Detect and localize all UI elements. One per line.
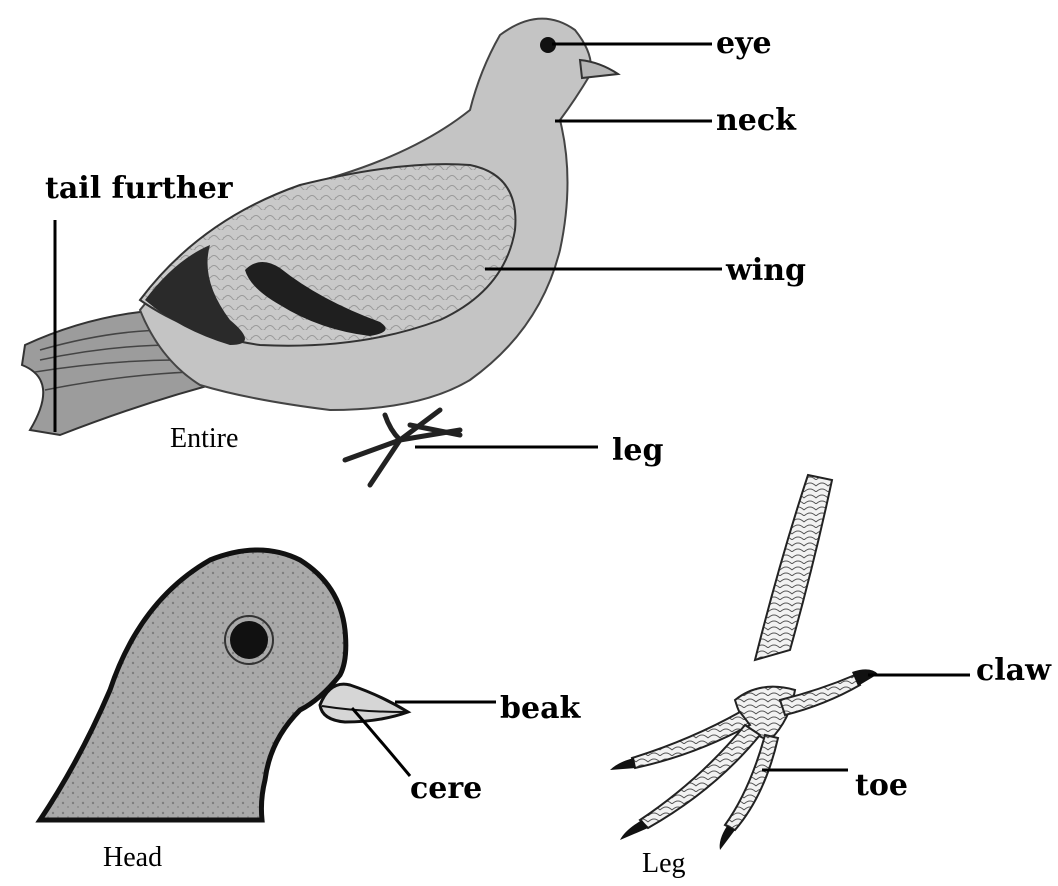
pigeon-beak: [580, 60, 618, 78]
pigeon-leg-illustration: [610, 475, 878, 850]
label-tail-feather: tail further: [45, 171, 234, 206]
head-shape: [40, 550, 346, 820]
leg-shank: [755, 475, 832, 660]
label-toe: toe: [855, 768, 908, 803]
pigeon-head-illustration: [40, 550, 408, 820]
label-cere: cere: [410, 771, 482, 806]
label-beak: beak: [500, 691, 582, 726]
head-beak: [320, 684, 408, 722]
label-eye: eye: [716, 26, 772, 61]
label-wing: wing: [725, 253, 806, 288]
caption-head: Head: [103, 842, 162, 873]
label-claw: claw: [976, 653, 1052, 688]
caption-entire: Entire: [170, 423, 238, 454]
pigeon-entire-illustration: [22, 19, 618, 485]
label-leg: leg: [612, 433, 663, 468]
label-neck: neck: [716, 103, 797, 138]
caption-leg: Leg: [642, 848, 686, 879]
head-eye: [230, 621, 268, 659]
